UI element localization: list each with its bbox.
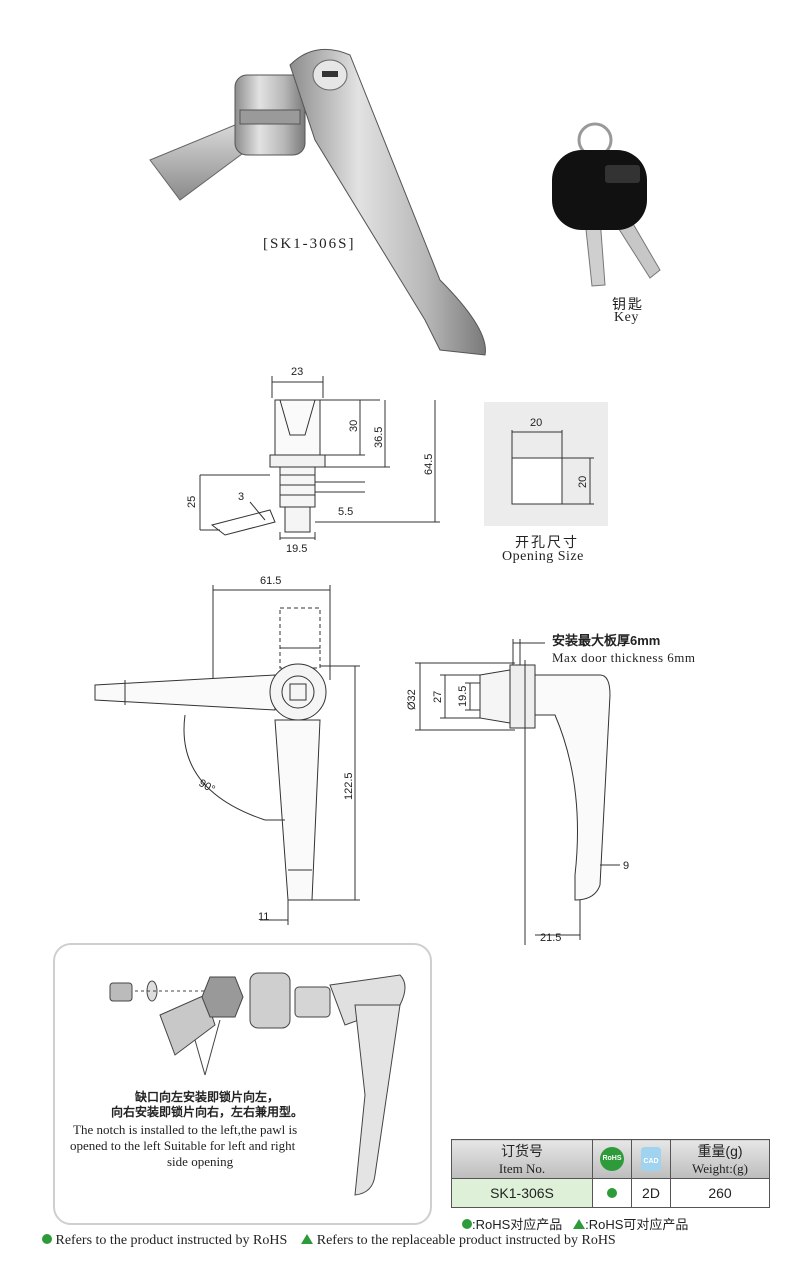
note-en-1: The notch is installed to the left,the p… bbox=[73, 1122, 298, 1137]
dim-32: Ø32 bbox=[406, 689, 418, 710]
rohs-dot-icon bbox=[607, 1188, 617, 1198]
product-label: [SK1-306S] bbox=[263, 236, 356, 252]
rohs-icon: RoHS bbox=[600, 1147, 624, 1171]
rohs-triangle-icon bbox=[573, 1219, 586, 1229]
rohs-dot-icon bbox=[462, 1219, 472, 1229]
dim-5-5: 5.5 bbox=[338, 506, 353, 518]
opening-caption-cn: 开孔尺寸 bbox=[515, 534, 579, 550]
side-view-drawing: Ø32 27 19.5 9 21.5 bbox=[406, 639, 629, 945]
note-cn-1: 缺口向左安装即锁片向左， bbox=[135, 1090, 280, 1104]
dim-30: 30 bbox=[348, 420, 360, 432]
header-cad: CAD bbox=[631, 1139, 671, 1179]
rohs-triangle-icon bbox=[301, 1234, 314, 1244]
header-rohs: RoHS bbox=[592, 1139, 632, 1179]
rohs-cell bbox=[592, 1178, 632, 1208]
key-caption-en: Key bbox=[614, 310, 639, 325]
key-caption-cn: 钥匙 bbox=[612, 296, 644, 312]
dim-9: 9 bbox=[623, 860, 629, 872]
dim-19-5-side: 19.5 bbox=[457, 686, 469, 707]
note-en-2: opened to the left Suitable for left and… bbox=[70, 1138, 296, 1153]
dim-3: 3 bbox=[238, 491, 244, 503]
dim-21-5: 21.5 bbox=[540, 932, 561, 944]
opening-size-box: 20 20 bbox=[484, 402, 608, 526]
dim-36-5: 36.5 bbox=[373, 427, 385, 448]
exploded-view-drawing bbox=[109, 972, 406, 1196]
note-en-3: side opening bbox=[167, 1154, 234, 1169]
cad-cell: 2D bbox=[631, 1178, 671, 1208]
dim-19-5: 19.5 bbox=[286, 543, 307, 555]
opening-caption-en: Opening Size bbox=[502, 549, 584, 564]
opening-height: 20 bbox=[577, 476, 589, 488]
legend-en: Refers to the product instructed by RoHS… bbox=[42, 1233, 616, 1249]
dim-64-5: 64.5 bbox=[423, 454, 435, 475]
cad-icon: CAD bbox=[641, 1147, 661, 1171]
top-view-drawing: 61.5 122.5 11 90° bbox=[94, 575, 360, 925]
product-photo bbox=[149, 48, 486, 356]
max-thickness-en: Max door thickness 6mm bbox=[552, 650, 696, 665]
key-photo bbox=[552, 122, 661, 287]
spec-table: 订货号 Item No. RoHS CAD 重量(g) Weight:(g) S… bbox=[451, 1139, 770, 1208]
max-thickness-cn: 安装最大板厚6mm bbox=[552, 633, 661, 648]
opening-width: 20 bbox=[530, 417, 542, 429]
dim-27: 27 bbox=[432, 691, 444, 703]
dim-122-5: 122.5 bbox=[343, 772, 355, 800]
header-weight: 重量(g) Weight:(g) bbox=[670, 1139, 770, 1179]
dim-61-5: 61.5 bbox=[260, 575, 281, 587]
header-item-no: 订货号 Item No. bbox=[451, 1139, 593, 1179]
weight-cell: 260 bbox=[670, 1178, 770, 1208]
front-view-drawing: 23 30 36.5 64.5 25 3 5.5 19.5 bbox=[186, 366, 440, 555]
note-cn-2: 向右安装即锁片向右，左右兼用型。 bbox=[111, 1105, 304, 1119]
dim-11: 11 bbox=[258, 911, 269, 923]
item-no-cell: SK1-306S bbox=[451, 1178, 593, 1208]
exploded-view-panel: 缺口向左安装即锁片向左， 向右安装即锁片向右，左右兼用型。 The notch … bbox=[53, 943, 432, 1225]
legend-cn: :RoHS对应产品 :RoHS可对应产品 bbox=[462, 1214, 688, 1233]
dim-25: 25 bbox=[186, 496, 198, 508]
rohs-dot-icon bbox=[42, 1234, 52, 1244]
dim-23: 23 bbox=[291, 366, 303, 378]
